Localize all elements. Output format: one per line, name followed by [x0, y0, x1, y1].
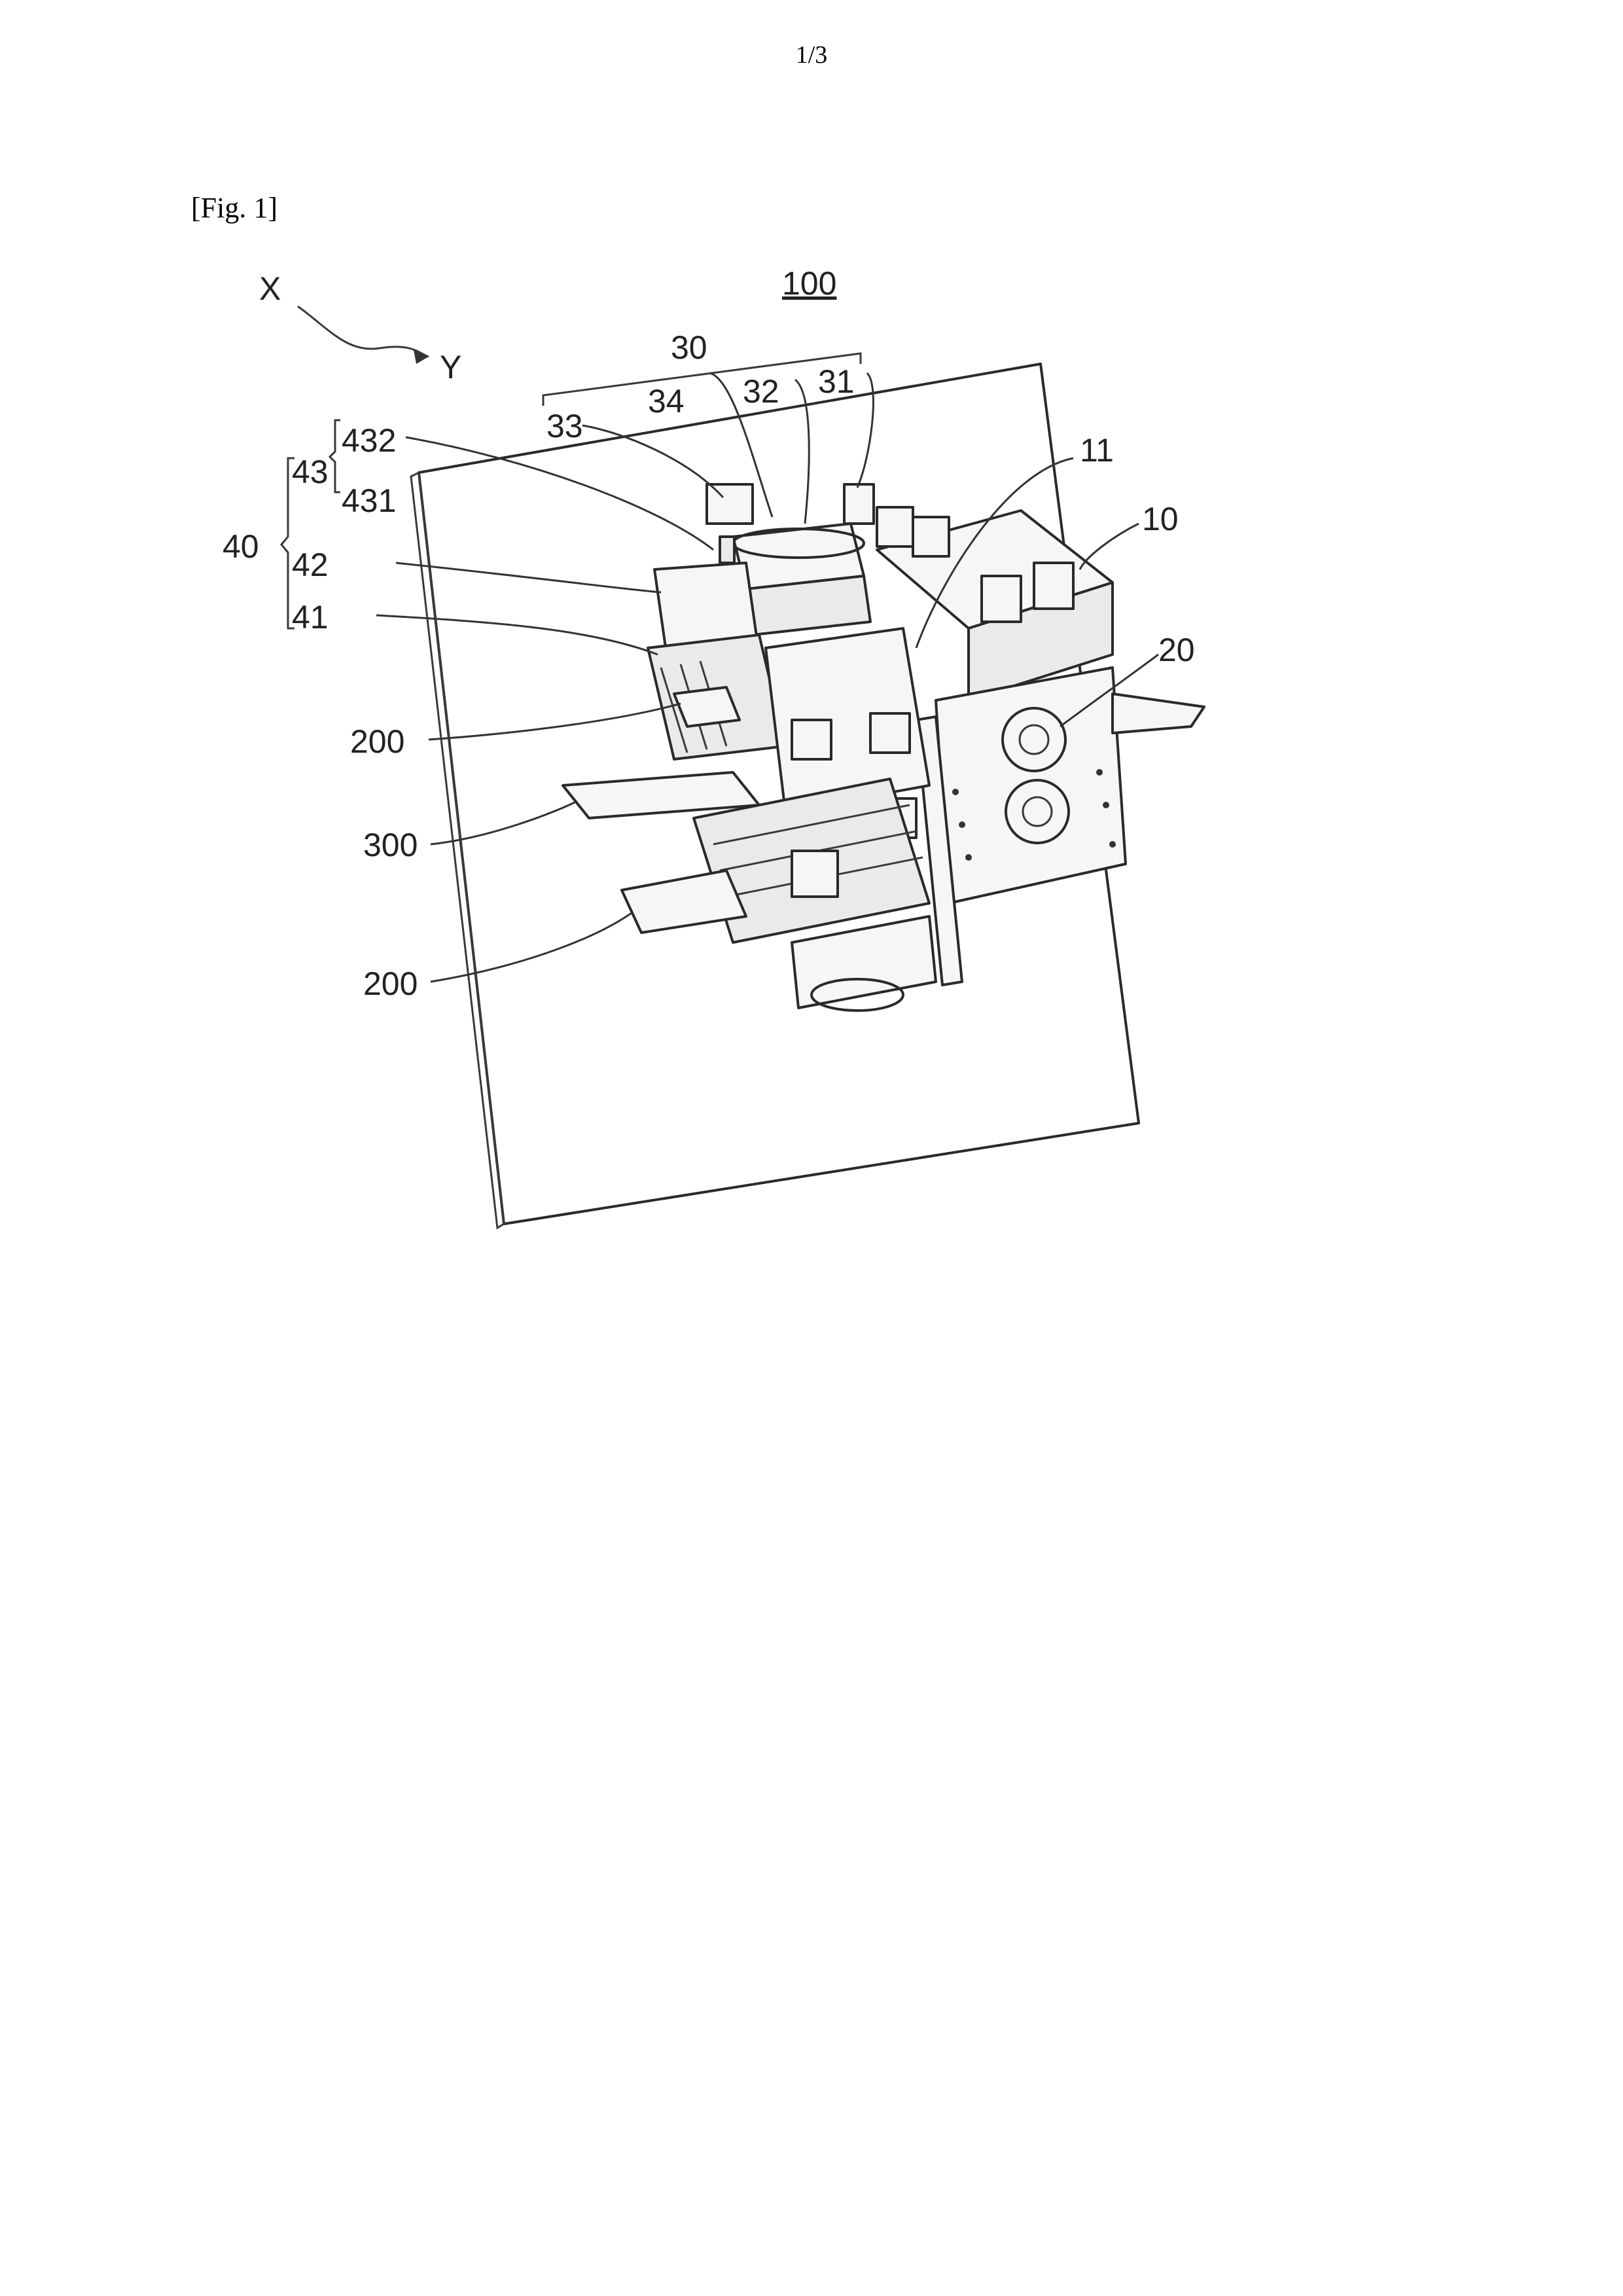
- ref-11: 11: [1080, 432, 1114, 469]
- ref-41: 41: [292, 599, 329, 636]
- ref-432: 432: [342, 422, 396, 459]
- lower-base: [792, 916, 936, 1008]
- leader-31: [857, 373, 873, 488]
- block-d: [913, 517, 949, 556]
- leader-432: [406, 437, 713, 550]
- leader-42: [396, 563, 661, 592]
- ref-32: 32: [743, 373, 779, 410]
- arrow-head-icon: [414, 350, 429, 364]
- leader-33: [582, 425, 723, 497]
- part-34: [720, 537, 734, 563]
- block-c: [877, 507, 913, 547]
- ref-431: 431: [342, 482, 396, 519]
- leader-41: [376, 615, 658, 655]
- patent-figure: X Y: [0, 0, 1623, 1309]
- leader-200-lower: [431, 913, 632, 982]
- roller-block: [936, 668, 1126, 903]
- ref-40: 40: [223, 528, 259, 565]
- leader-32: [795, 380, 809, 524]
- axis-y-label: Y: [440, 349, 461, 386]
- part-33: [707, 484, 753, 524]
- knob-1: [792, 720, 831, 759]
- leader-200-upper: [429, 704, 681, 740]
- ref-300: 300: [363, 827, 418, 863]
- ref-200-lower: 200: [363, 965, 418, 1002]
- ref-43: 43: [292, 454, 329, 490]
- ref-100: 100: [782, 265, 836, 302]
- ref-200-upper: 200: [350, 723, 404, 760]
- ref-34: 34: [648, 383, 685, 420]
- block-b: [1034, 563, 1073, 609]
- ref-30: 30: [671, 329, 707, 366]
- ref-33: 33: [546, 408, 583, 444]
- block-a: [982, 576, 1021, 622]
- knob-4: [792, 851, 838, 897]
- bracket-43-inner: [330, 420, 340, 492]
- ref-31: 31: [818, 363, 855, 400]
- tape-strip-right: [1113, 694, 1204, 733]
- direction-arrow: [298, 306, 429, 357]
- sheet-200-upper: [674, 687, 740, 726]
- part-31: [844, 484, 874, 524]
- ref-42: 42: [292, 547, 329, 583]
- knob-2: [870, 713, 910, 753]
- direction-indicator: X Y: [259, 270, 461, 386]
- ref-20: 20: [1158, 632, 1195, 668]
- ref-10: 10: [1142, 501, 1179, 537]
- back-plate-edge: [411, 473, 504, 1228]
- axis-x-label: X: [259, 270, 281, 307]
